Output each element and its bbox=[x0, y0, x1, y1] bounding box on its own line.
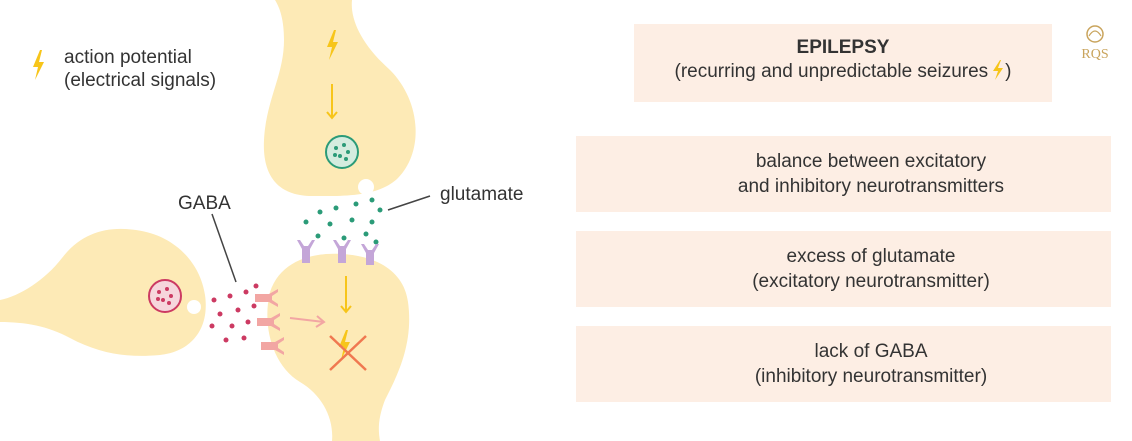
down-arrow-icon bbox=[326, 84, 338, 120]
gaba-leader-line bbox=[211, 213, 237, 283]
glutamate-release-site bbox=[358, 179, 374, 195]
legend-bolt-icon bbox=[33, 50, 44, 80]
gaba-receptors bbox=[255, 289, 284, 355]
title-bolt-icon bbox=[993, 60, 1004, 80]
glutamate-vesicle bbox=[325, 135, 359, 169]
glutamate-molecules bbox=[303, 197, 383, 245]
glutamate-label: glutamate bbox=[440, 184, 524, 205]
legend-line2: (electrical signals) bbox=[64, 70, 217, 91]
row-lack-gaba-text: lack of GABA (inhibitory neurotransmitte… bbox=[754, 341, 988, 387]
row-balance: balance between excitatory and inhibitor… bbox=[576, 136, 1111, 212]
lower-neuron bbox=[267, 253, 410, 441]
upper-neuron bbox=[263, 0, 416, 197]
gaba-label: GABA bbox=[178, 193, 231, 214]
row-excess-glutamate-text: excess of glutamate (excitatory neurotra… bbox=[752, 246, 990, 292]
title-subtitle: (recurring and unpredictable seizures) bbox=[674, 60, 1012, 82]
legend-text: action potential (electrical signals) bbox=[64, 46, 216, 92]
svg-text:RQS: RQS bbox=[1081, 47, 1108, 62]
rqs-logo: RQS bbox=[1067, 22, 1123, 62]
glutamate-leader-line bbox=[387, 195, 431, 211]
glutamate-receptors bbox=[297, 240, 379, 265]
gaba-release-site bbox=[187, 300, 201, 314]
title-heading: EPILEPSY bbox=[796, 37, 890, 58]
blocked-bolt-icon bbox=[329, 330, 367, 371]
row-excess-glutamate: excess of glutamate (excitatory neurotra… bbox=[576, 231, 1111, 307]
gaba-flow-arrow-icon bbox=[289, 315, 326, 328]
gaba-vesicle bbox=[148, 279, 182, 313]
lower-down-arrow-icon bbox=[340, 276, 352, 314]
title-box: EPILEPSY (recurring and unpredictable se… bbox=[634, 24, 1052, 102]
row-balance-text: balance between excitatory and inhibitor… bbox=[737, 151, 1005, 197]
logo-emblem-icon: RQS bbox=[1081, 25, 1109, 62]
left-neuron bbox=[0, 228, 206, 356]
gaba-molecules bbox=[209, 283, 259, 343]
row-lack-gaba: lack of GABA (inhibitory neurotransmitte… bbox=[576, 326, 1111, 402]
legend-line1: action potential bbox=[64, 47, 192, 68]
